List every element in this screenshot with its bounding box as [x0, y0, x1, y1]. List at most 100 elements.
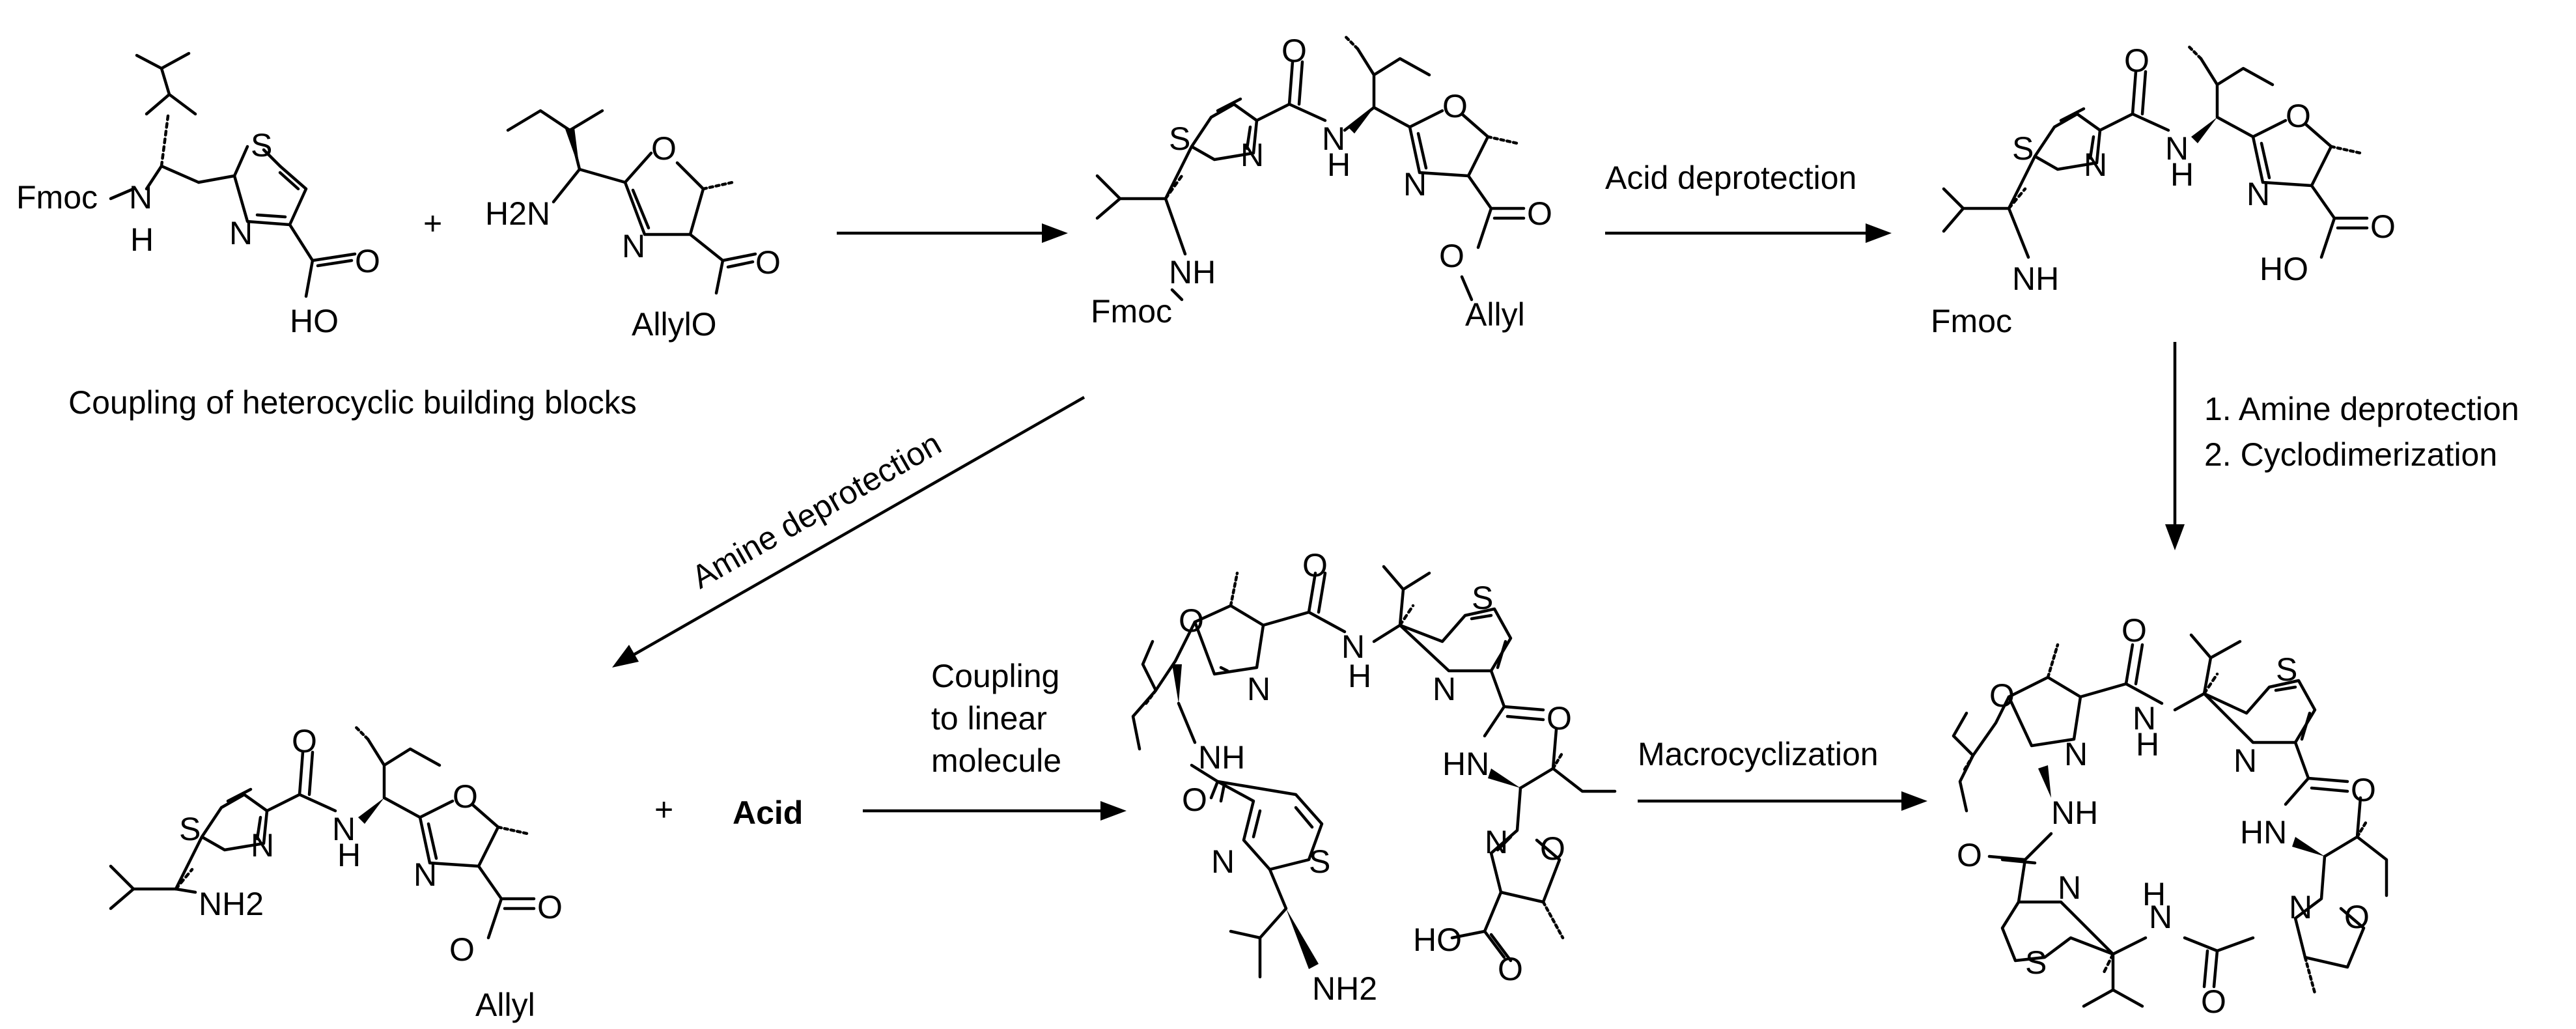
arrow-cyclodimerization: 1. Amine deprotection 2. Cyclodimerizati…: [2165, 342, 2519, 550]
nh6-label: NH: [1198, 739, 1245, 776]
acid-o: O: [355, 243, 380, 279]
ester-o: O: [755, 244, 781, 281]
nh4-label: NH: [2012, 261, 2059, 297]
oxazoline-o: O: [651, 130, 677, 167]
amide3-o: O: [1281, 33, 1307, 69]
allyl3-label: Allyl: [1465, 296, 1525, 333]
amide7b-o: O: [2351, 772, 2376, 808]
amide3-n: N: [1322, 120, 1345, 157]
amide6b-o: O: [1547, 700, 1572, 737]
amide7b-hn: HN: [2240, 814, 2287, 851]
thiazole7b-s: S: [2025, 944, 2047, 981]
ox6b-n: N: [1485, 824, 1508, 860]
label-coupling-blocks: Coupling of heterocyclic building blocks: [68, 384, 637, 421]
plus-2: +: [654, 791, 673, 828]
ox6b-o: O: [1540, 830, 1565, 867]
thiazole5-s: S: [179, 811, 201, 847]
acid-label: Acid: [733, 795, 803, 831]
ox7b-o: O: [2344, 899, 2370, 935]
thiazole6a-s: S: [1472, 580, 1493, 616]
amide5-n: N: [332, 811, 356, 847]
allylo-label: AllylO: [632, 306, 717, 343]
oxazoline-n: N: [622, 228, 645, 264]
amide7d-o: O: [1957, 837, 1982, 873]
thiazole7a-s: S: [2276, 651, 2297, 688]
nh2-5-n: NH2: [199, 886, 264, 922]
thiazole3-s: S: [1169, 120, 1190, 157]
compound-fmoc-acid-dipeptide: NH Fmoc S N O N H O N O HO: [1931, 42, 2396, 339]
ester5-o2: O: [449, 931, 475, 968]
thiazole7a-n: N: [2233, 742, 2257, 779]
nh7-label: NH: [2051, 795, 2098, 831]
ox6a-n: N: [1247, 671, 1270, 707]
thiazole6b-n: N: [1211, 843, 1235, 880]
arrow-amine-deprotection: Amine deprotection: [612, 396, 1085, 668]
amide6b-hn: HN: [1442, 746, 1489, 782]
oxazoline3-n: N: [1403, 166, 1427, 203]
fmoc-label: Fmoc: [16, 179, 98, 216]
thiazole5-n: N: [251, 827, 274, 864]
amide5-o: O: [292, 723, 317, 759]
amide7c-o: O: [2201, 983, 2226, 1020]
allyl5-label: Allyl: [475, 987, 535, 1023]
thiazole4-n: N: [2084, 147, 2107, 183]
oxazoline4-o: O: [2286, 98, 2311, 134]
acid4-o: O: [2370, 208, 2396, 245]
oxazoline5-o: O: [453, 778, 478, 815]
compound-fmoc-allyl-dipeptide: NH Fmoc S N O N H O N O O Allyl: [1091, 33, 1552, 333]
amide7a-n: N: [2133, 700, 2156, 737]
acid6-ho: HO: [1413, 922, 1462, 958]
amide4-o: O: [2124, 42, 2149, 79]
h2n-label: H2N: [485, 195, 550, 232]
oxazoline3-o: O: [1442, 88, 1468, 124]
fmoc4-label: Fmoc: [1931, 303, 2012, 339]
compound-macrocycle: O N O N H S N O HN N O O N H S N O NH: [1952, 612, 2388, 1020]
amide7a-h: H: [2136, 726, 2159, 763]
amide7a-o: O: [2121, 612, 2147, 649]
label-coupling-3: molecule: [931, 742, 1061, 779]
acid-ho: HO: [290, 303, 339, 339]
amide7c-n: N: [2149, 899, 2172, 935]
arrow-coupling-linear: Coupling to linear molecule: [863, 658, 1127, 821]
acid4-ho: HO: [2260, 251, 2308, 287]
label-amine-deprotection: Amine deprotection: [686, 425, 947, 595]
label-acid-deprotection: Acid deprotection: [1605, 160, 1856, 196]
thiazole6a-n: N: [1433, 671, 1456, 707]
thiazole-n: N: [229, 215, 253, 251]
label-macrocyclization: Macrocyclization: [1638, 736, 1879, 772]
amide7c-h: H: [2142, 876, 2166, 912]
nh-n: N: [129, 179, 152, 216]
thiazole3-n: N: [1240, 137, 1264, 173]
nh-h: H: [130, 221, 154, 258]
arrow-acid-deprotection: Acid deprotection: [1605, 160, 1892, 243]
ester3-o: O: [1527, 195, 1552, 232]
oxazoline4-n: N: [2247, 176, 2270, 212]
amide5-h: H: [337, 837, 361, 873]
plus-1: +: [423, 205, 442, 242]
compound-linear-tetrapeptide: O N O N H S N O HN N O HO O NH O N: [1131, 547, 1617, 1007]
ox7a-n: N: [2064, 736, 2088, 772]
ester5-o: O: [537, 889, 563, 925]
fmoc3-label: Fmoc: [1091, 293, 1172, 330]
ox7b-n: N: [2289, 889, 2312, 925]
amide6a-o: O: [1302, 547, 1328, 584]
thiazole6b-s: S: [1309, 843, 1330, 880]
amide6c-o: O: [1182, 782, 1207, 818]
amide6a-n: N: [1341, 628, 1365, 665]
arrow-coupling: [837, 223, 1068, 243]
ester3-o2: O: [1439, 238, 1464, 274]
ox6a-o: O: [1179, 602, 1204, 639]
oxazoline5-n: N: [413, 856, 437, 893]
thiazole7b-n: N: [2058, 869, 2081, 906]
label-coupling-1: Coupling: [931, 658, 1059, 694]
amide3-h: H: [1327, 147, 1351, 183]
acid6-o: O: [1498, 951, 1523, 987]
amide4-n: N: [2165, 130, 2189, 167]
label-step2: 2. Cyclodimerization: [2204, 436, 2497, 473]
compound-amine-allyl-dipeptide: NH2 S N O N H O N O O Allyl: [109, 723, 563, 1023]
label-step1: 1. Amine deprotection: [2204, 391, 2519, 427]
thiazole4-s: S: [2012, 130, 2034, 167]
nh2-6-label: NH2: [1312, 970, 1377, 1007]
compound-amine-oxazoline: H2N O N O AllylO: [485, 109, 781, 343]
